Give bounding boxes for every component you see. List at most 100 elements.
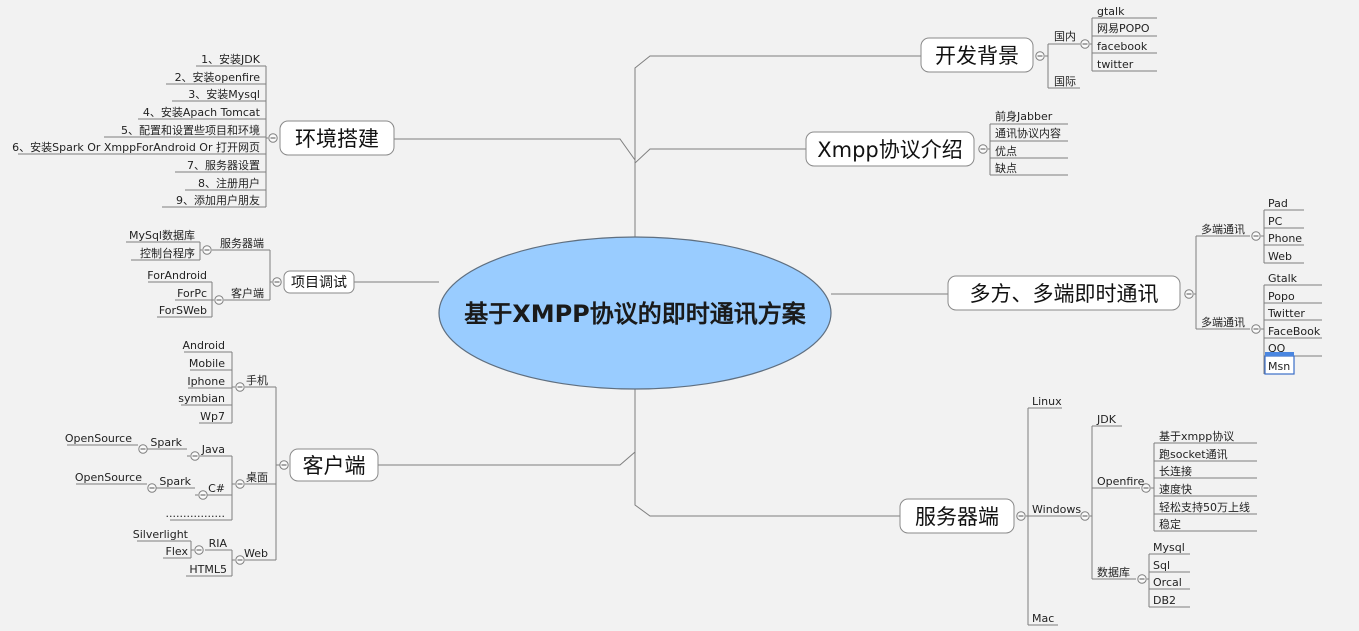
- collapse-toggle-icon[interactable]: [1080, 39, 1090, 49]
- topic-xmpp-intro[interactable]: Xmpp协议介绍: [805, 131, 975, 167]
- leaf-opensource-java[interactable]: OpenSource: [65, 432, 132, 445]
- leaf-fast[interactable]: 速度快: [1159, 482, 1192, 496]
- leaf-netease-popo[interactable]: 网易POPO: [1097, 22, 1150, 35]
- leaf-protocol-content[interactable]: 通讯协议内容: [995, 126, 1061, 140]
- group-client[interactable]: 客户端: [231, 286, 264, 300]
- leaf-web[interactable]: Web: [1268, 250, 1292, 263]
- leaf-gtalk[interactable]: gtalk: [1097, 5, 1125, 18]
- leaf-socket[interactable]: 跑socket通讯: [1159, 447, 1228, 461]
- collapse-toggle-icon[interactable]: [202, 245, 212, 255]
- topic-box[interactable]: [899, 498, 1015, 534]
- collapse-toggle-icon[interactable]: [1035, 51, 1045, 61]
- step-2[interactable]: 2、安装openfire: [175, 70, 261, 84]
- leaf-500k-users[interactable]: 轻松支持50万上线: [1159, 500, 1250, 514]
- collapse-toggle-icon[interactable]: [198, 490, 208, 500]
- step-1[interactable]: 1、安装JDK: [201, 52, 261, 66]
- group-openfire[interactable]: Openfire: [1097, 475, 1145, 488]
- leaf-twitter-app[interactable]: Twitter: [1267, 307, 1305, 320]
- leaf-html5[interactable]: HTML5: [189, 563, 227, 576]
- leaf-phone[interactable]: Phone: [1268, 232, 1302, 245]
- leaf-mysql-db[interactable]: MySql数据库: [129, 228, 195, 242]
- collapse-toggle-icon[interactable]: [1251, 231, 1261, 241]
- group-web[interactable]: Web: [244, 547, 268, 560]
- collapse-toggle-icon[interactable]: [279, 460, 289, 470]
- group-database[interactable]: 数据库: [1097, 565, 1130, 579]
- step-8[interactable]: 8、注册用户: [198, 176, 260, 190]
- leaf-mobile[interactable]: Mobile: [189, 357, 225, 370]
- group-server[interactable]: 服务器端: [220, 237, 264, 250]
- central-topic-shape[interactable]: [438, 236, 832, 390]
- topic-server-side[interactable]: 服务器端: [899, 498, 1015, 534]
- collapse-toggle-icon[interactable]: [235, 479, 245, 489]
- topic-box[interactable]: [947, 275, 1181, 311]
- leaf-jabber[interactable]: 前身Jabber: [995, 109, 1053, 123]
- leaf-android[interactable]: Android: [182, 339, 225, 352]
- collapse-toggle-icon[interactable]: [978, 144, 988, 154]
- group-desktop[interactable]: 桌面: [246, 471, 268, 484]
- leaf-spark-java[interactable]: Spark: [150, 436, 182, 449]
- os-windows[interactable]: Windows: [1032, 503, 1081, 516]
- collapse-toggle-icon[interactable]: [235, 382, 245, 392]
- leaf-stable[interactable]: 稳定: [1159, 517, 1181, 531]
- leaf-facebook[interactable]: facebook: [1097, 40, 1148, 53]
- topic-box[interactable]: [283, 270, 355, 294]
- leaf-console-app[interactable]: 控制台程序: [140, 246, 195, 260]
- collapse-toggle-icon[interactable]: [1251, 324, 1261, 334]
- step-7[interactable]: 7、服务器设置: [187, 159, 260, 172]
- leaf-wp7[interactable]: Wp7: [200, 410, 225, 423]
- step-3[interactable]: 3、安装Mysql: [188, 87, 260, 101]
- step-9[interactable]: 9、添加用户朋友: [176, 193, 260, 207]
- collapse-toggle-icon[interactable]: [1184, 289, 1194, 299]
- topic-box[interactable]: [920, 37, 1034, 73]
- leaf-msn[interactable]: Msn: [1268, 360, 1290, 373]
- collapse-toggle-icon[interactable]: [138, 444, 148, 454]
- collapse-toggle-icon[interactable]: [214, 295, 224, 305]
- collapse-toggle-icon[interactable]: [1141, 483, 1151, 493]
- leaf-mysql[interactable]: Mysql: [1153, 541, 1185, 554]
- leaf-csharp[interactable]: C#: [208, 482, 225, 495]
- collapse-toggle-icon[interactable]: [272, 277, 282, 287]
- step-6[interactable]: 6、安装Spark Or XmppForAndroid Or 打开网页: [12, 140, 260, 154]
- collapse-toggle-icon[interactable]: [194, 545, 204, 555]
- step-5[interactable]: 5、配置和设置些项目和环境: [121, 123, 260, 137]
- topic-multi-party[interactable]: 多方、多端即时通讯: [947, 275, 1181, 311]
- leaf-popo[interactable]: Popo: [1268, 290, 1295, 303]
- step-4[interactable]: 4、安装Apach Tomcat: [143, 105, 261, 119]
- leaf-java[interactable]: Java: [201, 443, 225, 456]
- leaf-iphone[interactable]: Iphone: [187, 375, 225, 388]
- topic-project-debug[interactable]: 项目调试: [283, 270, 355, 294]
- leaf-facebook-app[interactable]: FaceBook: [1268, 325, 1321, 338]
- os-linux[interactable]: Linux: [1032, 395, 1062, 408]
- leaf-for-sweb[interactable]: ForSWeb: [159, 304, 207, 317]
- leaf-pros[interactable]: 优点: [995, 145, 1017, 158]
- leaf-qq[interactable]: QQ: [1268, 342, 1286, 355]
- leaf-for-android[interactable]: ForAndroid: [147, 269, 207, 282]
- collapse-toggle-icon[interactable]: [147, 483, 157, 493]
- collapse-toggle-icon[interactable]: [1080, 511, 1090, 521]
- leaf-for-pc[interactable]: ForPc: [177, 287, 207, 300]
- topic-client-side[interactable]: 客户端: [289, 448, 379, 482]
- leaf-gtalk-app[interactable]: Gtalk: [1268, 272, 1298, 285]
- leaf-db2[interactable]: DB2: [1153, 594, 1176, 607]
- leaf-symbian[interactable]: symbian: [178, 392, 225, 405]
- collapse-toggle-icon[interactable]: [1016, 511, 1026, 521]
- leaf-pc[interactable]: PC: [1268, 215, 1283, 228]
- leaf-flex[interactable]: Flex: [166, 545, 189, 558]
- topic-box[interactable]: [279, 120, 395, 156]
- central-topic[interactable]: 基于XMPP协议的即时通讯方案: [438, 236, 832, 390]
- topic-kaifa-beijing[interactable]: 开发背景: [920, 37, 1034, 73]
- selection-handle[interactable]: [1265, 352, 1294, 356]
- leaf-ellipsis[interactable]: .................: [166, 507, 225, 520]
- leaf-opensource-csharp[interactable]: OpenSource: [75, 471, 142, 484]
- leaf-sql[interactable]: Sql: [1153, 559, 1170, 572]
- group-guoji[interactable]: 国际: [1054, 75, 1076, 88]
- os-mac[interactable]: Mac: [1032, 612, 1054, 625]
- leaf-silverlight[interactable]: Silverlight: [133, 528, 189, 541]
- leaf-spark-csharp[interactable]: Spark: [159, 475, 191, 488]
- group-guonei[interactable]: 国内: [1054, 29, 1076, 43]
- topic-box[interactable]: [289, 448, 379, 482]
- group-multi-app[interactable]: 多端通讯: [1201, 315, 1245, 329]
- selected-node-msn[interactable]: Msn: [1264, 352, 1295, 375]
- leaf-orcal[interactable]: Orcal: [1153, 576, 1182, 589]
- group-multi-device[interactable]: 多端通讯: [1201, 222, 1245, 236]
